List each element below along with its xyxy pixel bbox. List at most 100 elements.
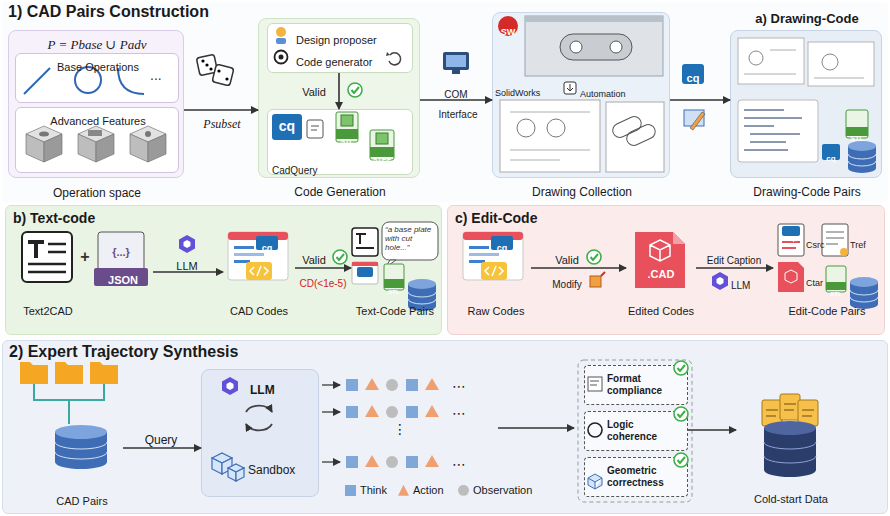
illustration-part [279,55,284,60]
node-text: Edited Codes [628,305,694,318]
callout-label-wrap: ⋯ [452,404,472,422]
illustration-part [525,16,663,22]
icon-node: CAD Codes [223,229,295,315]
cad-pair-folders [20,362,118,469]
panel-box: c) Edit-CodeRaw Codes .CAD Edited Codes Edi… [447,205,885,335]
illustration-part [840,248,848,256]
node-text-wrap: LLM [250,380,310,398]
illustration-part [370,147,394,157]
callout-label: cq [279,118,295,134]
node-text: Code Generation [294,186,385,200]
dice-icon [196,54,234,86]
callout-label: Modify [552,279,581,291]
panel-box: a) Drawing-CodeDrawing-Code Pairs [730,30,882,178]
illustration-part [39,132,49,137]
callout-label-wrap: SolidWorks [495,82,557,100]
illustration-part [276,38,286,44]
illustration-part [826,282,846,290]
node-text: P = Pbase ∪ Padv [48,38,147,53]
edge-label: Valid [302,254,326,267]
illustration-part [55,362,83,384]
node-text: Logic coherence [607,419,669,442]
callout-label: cq [262,243,273,253]
icon-node: .CAD Edited Codes [626,229,696,315]
illustration-part [346,379,358,391]
callout-label-wrap: Automation [580,83,640,101]
node-text-wrap: Design proposer [296,30,392,48]
connector-arrow [420,99,492,101]
node-text: Operation space [53,187,141,201]
node-text-wrap: b) Text-code [13,209,213,227]
legend-swatch [398,485,409,496]
edge-label-wrap: COM [434,84,478,102]
illustration-part [26,126,62,162]
illustration-part [246,406,272,412]
callout-label: ⋯ [452,456,466,472]
node-text-wrap: Geometric correctness [607,465,669,488]
edge-label: Valid [302,86,326,99]
illustration-part [425,378,439,390]
illustration-part [205,63,208,66]
illustration-part [386,52,390,56]
edge-label: Edit Caption [707,255,761,267]
node-text: Advanced Features [50,115,145,128]
node-text-wrap: Edited Codes [620,301,702,319]
illustration-part [346,406,358,418]
illustration-part [236,468,244,481]
icon-node: CAD Pairs [41,423,123,509]
node-text: CadQuery [272,165,318,177]
illustration-part [782,242,800,248]
edge-label-wrap: LLM [164,256,210,274]
illustration-part [406,379,418,391]
illustration-part [307,120,323,138]
node-text: .CAD [648,268,675,281]
callout-label-wrap: cq [256,237,278,255]
trajectory-arrow [498,427,574,429]
monitor-icon [443,52,469,74]
legend-swatch [458,485,469,496]
illustration-part [425,405,439,417]
node-text: Drawing-Code Pairs [753,186,860,200]
callout-label: Interface [439,109,478,121]
cq-badge [256,236,278,250]
panel-box: P = Pbase ∪ PadvOperation spaceBase Oper… [8,30,184,178]
node-text: LLM [250,384,275,398]
callout-label-wrap: STL [846,127,868,145]
callout-label-wrap: cq [357,267,373,285]
icon-node: Text2CAD [16,229,80,315]
trajectory-rows [322,378,439,468]
callout-label-wrap: STEP [370,148,394,166]
illustration-part [336,129,358,139]
callout-label-wrap: cq [682,68,704,86]
edge-label-wrap: Psubset [194,114,250,132]
callout-label-wrap: cq [272,117,302,135]
illustration-part [610,41,622,53]
callout-label-wrap: + [78,248,92,266]
node-text-wrap: Cold-start Data [736,489,846,507]
node-text-wrap: 2) Expert Trajectory Synthesis [9,343,409,361]
callout-label-wrap: ... [150,66,176,84]
callout-label: STL [850,135,863,143]
callout-label: + [80,248,89,266]
cadquery-icons [272,112,394,160]
illustration-part [336,112,358,142]
node-text: CAD Pairs [56,495,107,508]
callout-label: Tref [850,240,866,250]
node-text: Raw Codes [468,305,525,318]
connector-arrow [184,109,258,111]
node-text: JSON [108,274,138,287]
illustration-part [588,474,602,489]
illustration-part [738,38,804,84]
illustration-part [822,224,848,256]
callout-label: cq [361,276,368,283]
node-text-wrap: Text2CAD [10,301,86,319]
advanced-feature-icons [26,126,166,162]
edge-label: Query [145,434,178,448]
drawing-sheets [500,100,664,172]
node-text-wrap: Drawing Collection [493,182,671,200]
node-text: c) Edit-Code [455,210,537,226]
callout-label-wrap: SW [498,21,518,39]
illustration-part [75,67,101,93]
illustration-part [196,54,217,75]
illustration-part [212,453,232,463]
